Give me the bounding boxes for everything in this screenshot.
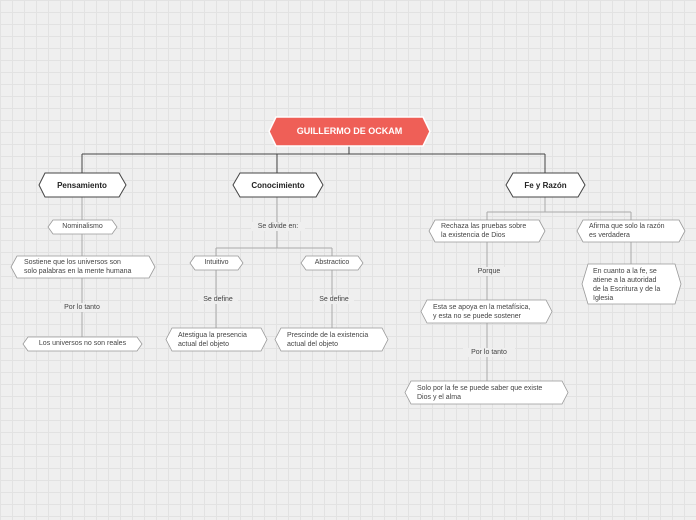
label-en-cuanto: En cuanto a la fe, se atiene a la autori… — [593, 268, 661, 302]
node-intuitivo[interactable] — [189, 255, 244, 271]
connector-se-divide: Se divide en: — [251, 222, 305, 231]
node-afirma[interactable] — [576, 219, 686, 243]
label-fe-razon: Fe y Razón — [524, 181, 567, 190]
label-no-reales: Los universos no son reales — [38, 340, 127, 347]
label-pensamiento: Pensamiento — [57, 181, 107, 190]
label-nominalismo: Nominalismo — [62, 223, 103, 230]
root-label: GUILLERMO DE OCKAM — [296, 126, 403, 136]
label-conocimiento: Conocimiento — [251, 181, 305, 190]
node-abstractivo[interactable] — [300, 255, 364, 271]
label-prescinde: Prescinde de la existencia actual del ob… — [287, 332, 369, 348]
node-prescinde[interactable] — [274, 327, 389, 352]
label-sostiene: Sostiene que los universos son solo pala… — [24, 259, 132, 275]
label-abstractivo: Abstractico — [314, 259, 350, 266]
connector-se-define-2: Se define — [314, 295, 354, 304]
main-connectors — [81, 146, 546, 174]
node-atestigua[interactable] — [165, 327, 268, 352]
node-nominalismo[interactable] — [47, 219, 118, 235]
sub-connectors — [81, 197, 632, 381]
label-afirma: Afirma que solo la razón es verdadera — [589, 223, 665, 239]
node-en-cuanto[interactable] — [581, 263, 682, 305]
connector-se-define-1: Se define — [198, 295, 238, 304]
label-solo-fe: Solo por la fe se puede saber que existe… — [417, 385, 543, 401]
node-apoya[interactable] — [420, 299, 553, 324]
connector-por-lo-tanto-2: Por lo tanto — [463, 348, 515, 357]
label-intuitivo: Intuitivo — [204, 259, 229, 266]
node-no-reales[interactable] — [22, 336, 143, 352]
node-sostiene[interactable] — [10, 255, 156, 279]
connector-por-lo-tanto-1: Por lo tanto — [58, 303, 106, 312]
label-rechaza: Rechaza las pruebas sobre la existencia … — [441, 223, 527, 239]
node-fe-razon[interactable] — [505, 172, 586, 198]
node-pensamiento[interactable] — [38, 172, 127, 198]
node-rechaza[interactable] — [428, 219, 546, 243]
node-solo-fe[interactable] — [404, 380, 569, 405]
root-node[interactable] — [268, 116, 431, 147]
connector-porque: Porque — [471, 267, 507, 276]
label-atestigua: Atestigua la presencia actual del objeto — [178, 332, 247, 348]
node-conocimiento[interactable] — [232, 172, 324, 198]
label-apoya: Esta se apoya en la metafísica, y esta n… — [433, 304, 531, 320]
